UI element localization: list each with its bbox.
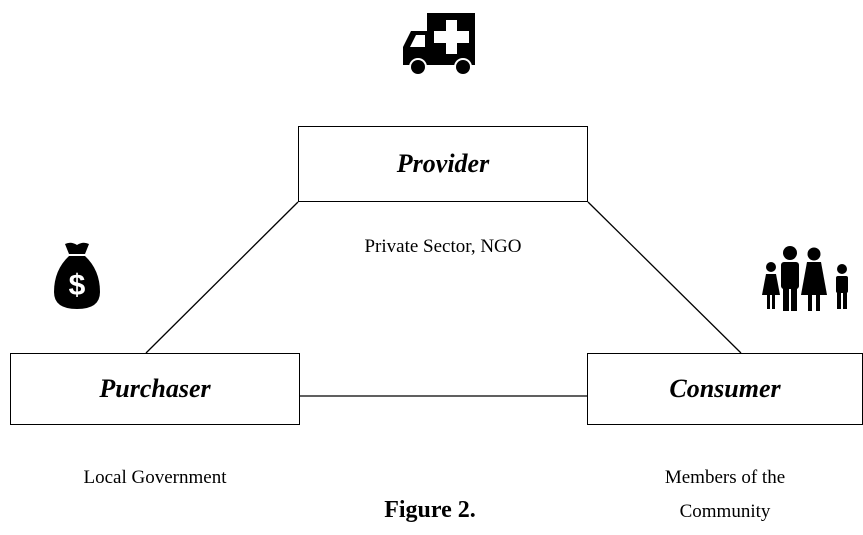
purchaser-title: Purchaser [99, 374, 211, 403]
consumer-caption: Members of the Community [610, 461, 840, 529]
edge-provider-consumer [587, 201, 742, 354]
money-bag-icon: $ [54, 242, 100, 309]
purchaser-caption: Local Government [83, 467, 227, 488]
purchaser-box: Purchaser [10, 353, 300, 425]
consumer-caption-line-1: Members of the [664, 467, 786, 488]
provider-title: Provider [396, 149, 490, 178]
provider-box: Provider [298, 126, 588, 202]
ambulance-icon [403, 13, 475, 76]
svg-text:$: $ [69, 269, 86, 302]
figure-title: Figure 2. [384, 497, 476, 523]
consumer-caption-line-2: Community [679, 501, 771, 522]
family-icon [762, 246, 848, 311]
consumer-title: Consumer [669, 374, 781, 403]
consumer-box: Consumer [587, 353, 863, 425]
edge-provider-purchaser [145, 201, 299, 354]
provider-caption: Private Sector, NGO [364, 236, 522, 257]
